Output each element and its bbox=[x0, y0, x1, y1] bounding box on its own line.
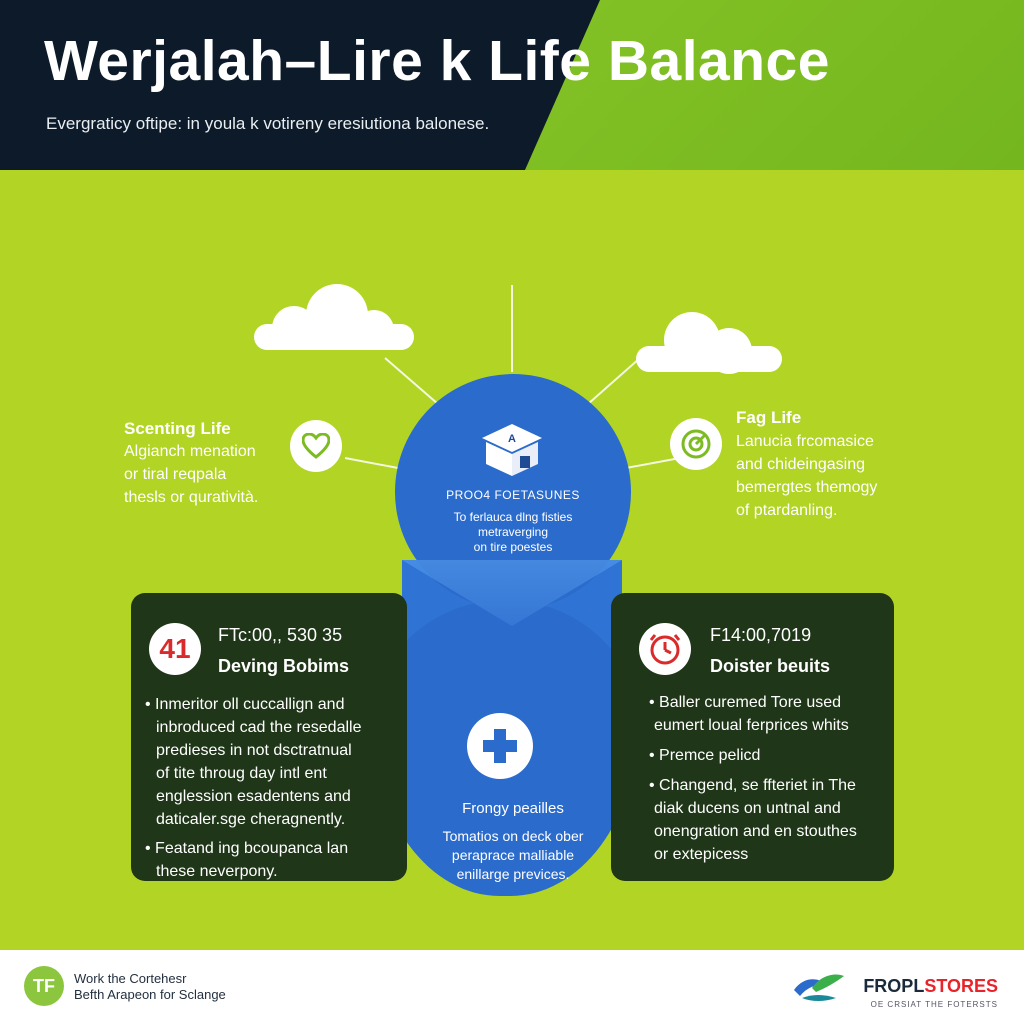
page-title: Werjalah–Lire k Life Balance bbox=[44, 29, 830, 93]
right-panel-subheading: Doister beuits bbox=[710, 656, 831, 676]
left-panel-subheading: Deving Bobims bbox=[218, 656, 350, 676]
footer-line-1: Work the Cortehesr bbox=[74, 971, 187, 986]
left-panel-bullets: • Inmeritor oll cuccallign and inbroduce… bbox=[145, 696, 362, 880]
center-bottom-text: Tomatios on deck ober peraprace malliabl… bbox=[442, 828, 584, 882]
right-info-panel: F14:00,7019 Doister beuits • Baller cure… bbox=[611, 593, 894, 881]
clock-icon bbox=[639, 623, 691, 675]
right-panel-bullets: • Baller curemed Tore used eumert loual … bbox=[649, 694, 857, 863]
left-info-panel: 41 FTc:00,, 530 35 Deving Bobims • Inmer… bbox=[131, 593, 407, 881]
number-badge: 41 bbox=[149, 623, 201, 675]
right-side-title: Fag Life bbox=[736, 408, 802, 427]
header-banner: Werjalah–Lire k Life Balance Evergraticy… bbox=[0, 0, 1024, 170]
header-green-band bbox=[525, 0, 1024, 170]
left-side-title: Scenting Life bbox=[124, 419, 231, 438]
target-icon bbox=[670, 418, 722, 470]
footer-logo-icon: TF bbox=[24, 966, 64, 1006]
brand-leaf-icon bbox=[794, 974, 844, 1001]
left-side-text: Algianch menation or tiral reqpala thesl… bbox=[124, 443, 259, 506]
right-side-text: Lanucia frcomasice and chideingasing bem… bbox=[736, 433, 878, 519]
svg-text:A: A bbox=[508, 433, 516, 445]
brand-name: FROPLSTORES bbox=[863, 976, 998, 996]
plus-icon bbox=[467, 713, 533, 779]
brand-tagline: OE CRSIAT THE FOTERSTS bbox=[870, 1000, 998, 1009]
right-panel-heading: F14:00,7019 bbox=[710, 625, 812, 645]
cloud-left-icon bbox=[254, 284, 414, 352]
heart-icon bbox=[290, 420, 342, 472]
page-subtitle: Evergraticy oftipe: in youla k votireny … bbox=[46, 114, 490, 133]
center-top-text: To ferlauca dlng fisties metraverging on… bbox=[453, 510, 573, 554]
center-bottom-title: Frongy peailles bbox=[462, 800, 564, 817]
graduation-cap-icon: A bbox=[482, 424, 542, 476]
footer-line-2: Befth Arapeon for Sclange bbox=[74, 987, 226, 1002]
left-panel-heading: FTc:00,, 530 35 bbox=[218, 625, 343, 645]
center-top-title: PROO4 FOETASUNES bbox=[446, 488, 580, 502]
footer: TF Work the Cortehesr Befth Arapeon for … bbox=[0, 950, 1024, 1024]
cloud-right-icon bbox=[636, 312, 782, 374]
